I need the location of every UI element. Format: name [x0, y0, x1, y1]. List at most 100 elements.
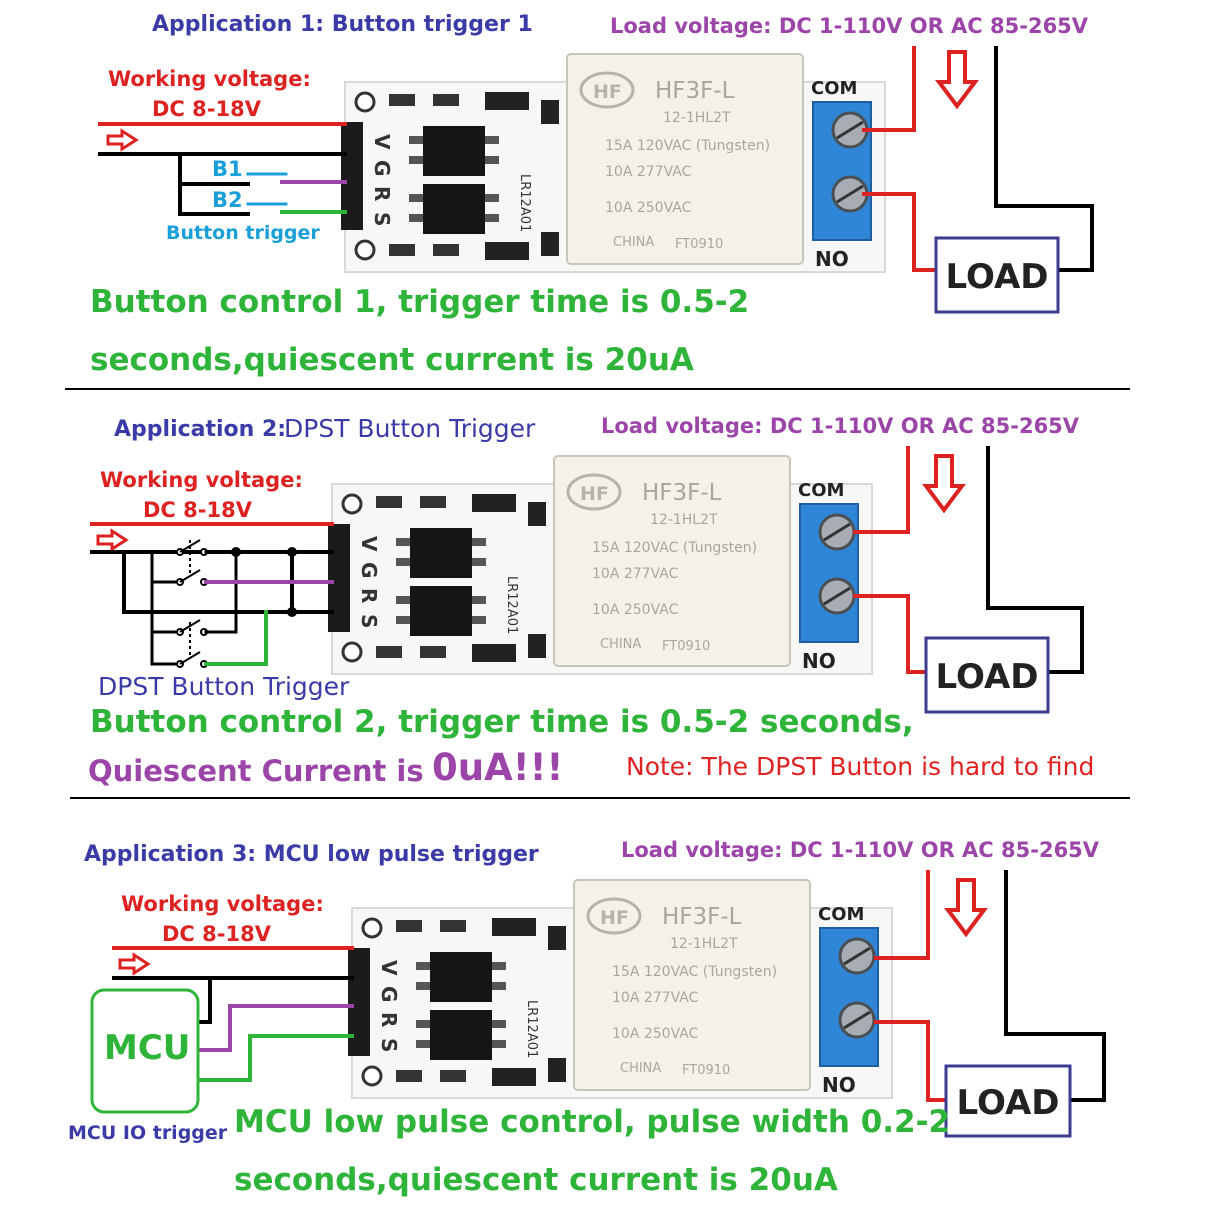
smd-resistor [389, 94, 415, 106]
section2-no-wire [853, 594, 928, 674]
ic-chip [410, 586, 472, 636]
ic-chip [430, 952, 492, 1002]
ic-pin [416, 1040, 430, 1048]
com-label: COM [818, 904, 864, 925]
section2-title-prefix: Application 2: [114, 417, 287, 442]
relay-rating-1: 15A 120VAC (Tungsten) [612, 964, 777, 980]
section2-switch-join [204, 550, 238, 634]
pin-label-r: R [357, 588, 381, 603]
mounting-hole [341, 641, 363, 663]
ic-pin [396, 596, 410, 604]
screw-slot [823, 522, 851, 542]
pin-label-r: R [370, 186, 394, 201]
dpst-contact [200, 578, 208, 586]
com-label: COM [798, 480, 844, 501]
pin-label-g: G [370, 160, 394, 176]
dpst-contact [200, 628, 208, 636]
transistor [528, 502, 546, 526]
junction-dot [287, 607, 297, 617]
screw-slot [836, 184, 864, 204]
transistor [548, 1058, 566, 1082]
relay-rating-1: 15A 120VAC (Tungsten) [592, 540, 757, 556]
smd-resistor [376, 646, 402, 658]
section3-mcu-label: MCU [104, 1028, 191, 1068]
relay-rating-3: 10A 250VAC [612, 1026, 699, 1042]
section1-title: Application 1: Button trigger 1 [152, 12, 533, 37]
ic-chip [410, 528, 472, 578]
terminal-screw [838, 1001, 876, 1039]
ic-pin [472, 538, 486, 546]
smd-diode [472, 644, 516, 662]
section2-ground-bus [122, 550, 334, 614]
smd-diode [485, 92, 529, 110]
relay-rating-2: 10A 277VAC [592, 566, 679, 582]
smd-resistor [420, 496, 446, 508]
screw-slot [843, 946, 871, 966]
section1-load-box [934, 236, 1060, 314]
relay-rating-2: 10A 277VAC [605, 164, 692, 180]
relay-rating-3: 10A 250VAC [592, 602, 679, 618]
section2-note: Note: The DPST Button is hard to find [626, 752, 1095, 781]
ic-chip [423, 126, 485, 176]
section3-s-wire [196, 1034, 354, 1082]
section3-input-arrow [118, 952, 151, 976]
relay-sub-model: 12-1HL2T [670, 936, 738, 952]
divider-2 [70, 797, 1130, 799]
section2-title-suffix: DPST Button Trigger [284, 414, 536, 443]
relay-model: HF3F-L [642, 480, 722, 506]
ic-pin [485, 136, 499, 144]
mounting-hole [341, 493, 363, 515]
ic-pin [416, 962, 430, 970]
smd-resistor [440, 920, 466, 932]
section3-load-box [944, 1064, 1072, 1138]
smd-diode [485, 242, 529, 260]
ic-pin [416, 1020, 430, 1028]
section1-com-wire [862, 46, 916, 132]
pcb-board [344, 81, 886, 273]
section1-no-wire [862, 192, 938, 272]
junction-dot [231, 547, 241, 557]
terminal-block [799, 503, 859, 643]
smd-diode [492, 918, 536, 936]
section3-working-voltage-label: Working voltage: [121, 892, 324, 916]
relay-sub-model: 12-1HL2T [650, 512, 718, 528]
section2-desc-line1: Button control 2, trigger time is 0.5-2 … [90, 704, 914, 740]
pin-label-v: V [357, 536, 381, 552]
relay-brand-logo [566, 473, 622, 511]
relay-body [553, 455, 791, 667]
pin-header [328, 524, 350, 632]
ic-pin [472, 616, 486, 624]
ic-pin [485, 156, 499, 164]
relay-origin: CHINA [600, 637, 641, 652]
section2-s-wire [204, 610, 268, 666]
section3-return-wire [1004, 870, 1106, 1102]
section3-desc-line1: MCU low pulse control, pulse width 0.2-2 [234, 1104, 951, 1140]
pin-label-s: S [377, 1038, 401, 1052]
section2-switch-feed [150, 550, 180, 666]
section1-load-box-label: LOAD [946, 257, 1049, 297]
ic-pin [409, 136, 423, 144]
transistor [541, 100, 559, 124]
section1-button-b1: B1 [212, 157, 243, 181]
section2-input-arrow [96, 528, 129, 552]
section2-load-arrow [922, 454, 966, 514]
relay-model: HF3F-L [655, 78, 735, 104]
pin-header [348, 948, 370, 1056]
ic-pin [472, 596, 486, 604]
ic-pin [409, 214, 423, 222]
ic-pin [409, 156, 423, 164]
relay-code: FT0910 [675, 237, 723, 252]
section3-r-wire [196, 1004, 354, 1052]
relay-body [566, 53, 804, 265]
relay-brand: HF [593, 81, 622, 103]
dpst-contact [176, 660, 184, 668]
screw-slot [843, 1010, 871, 1030]
terminal-block [819, 927, 879, 1067]
transistor [548, 926, 566, 950]
pin-label-v: V [377, 960, 401, 976]
section2-load-voltage: Load voltage: DC 1-110V OR AC 85-265V [601, 414, 1080, 438]
dpst-contact [200, 660, 208, 668]
smd-resistor [440, 1070, 466, 1082]
screw-slot [823, 586, 851, 606]
